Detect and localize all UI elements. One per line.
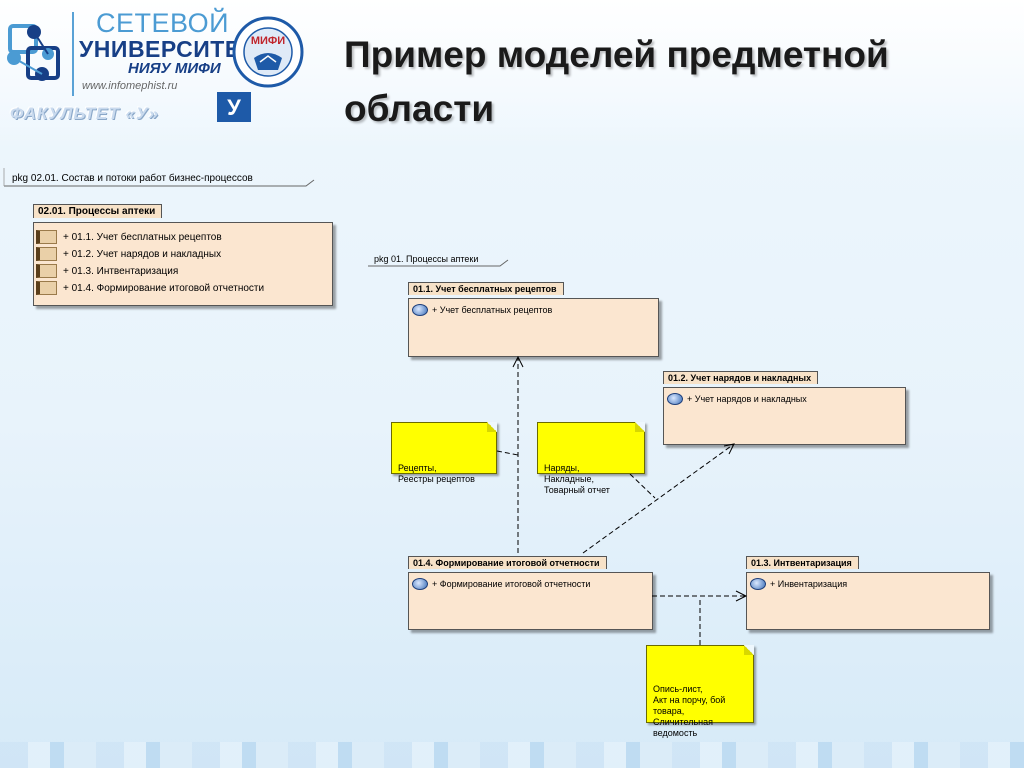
logo-line-2: УНИВЕРСИТЕТ [79, 36, 256, 62]
list-item[interactable]: + 01.2. Учет нарядов и накладных [36, 247, 221, 261]
university-seal-icon: МИФИ [232, 16, 304, 88]
logo-line-1: СЕТЕВОЙ [96, 8, 230, 38]
logo-url: www.infomephist.ru [82, 80, 178, 92]
note-connector-prescriptions [496, 450, 519, 456]
seal-text: МИФИ [251, 35, 285, 47]
package-box-inventory[interactable]: + Инвентаризация [746, 572, 990, 630]
note-fold-corner [487, 422, 497, 432]
package-item[interactable]: + Формирование итоговой отчетности [412, 578, 590, 590]
left-package-box[interactable]: + 01.1. Учет бесплатных рецептов + 01.2.… [33, 222, 333, 306]
package-item-label: + Инвентаризация [770, 579, 848, 589]
package-box-final-reporting[interactable]: + Формирование итоговой отчетности [408, 572, 653, 630]
left-package-tab[interactable]: 02.01. Процессы аптеки [33, 204, 163, 218]
slide-title: Пример моделей предметной области [344, 28, 984, 136]
network-university-logo-icon [7, 24, 60, 81]
note-fold-corner [635, 422, 645, 432]
left-frame-label: pkg 02.01. Состав и потоки работ бизнес-… [12, 173, 253, 184]
footer-decoration [0, 742, 1024, 768]
list-item[interactable]: + 01.4. Формирование итоговой отчетности [36, 281, 264, 295]
package-folder-icon [36, 264, 57, 278]
note-connector-orders [629, 473, 656, 499]
list-item-label: + 01.2. Учет нарядов и накладных [63, 248, 222, 260]
right-frame-label: pkg 01. Процессы аптеки [374, 254, 479, 264]
package-item-label: + Формирование итоговой отчетности [432, 579, 591, 589]
note-text: Рецепты, Реестры рецептов [398, 463, 475, 484]
slide-title-line-1: Пример моделей предметной [344, 34, 889, 75]
list-item[interactable]: + 01.1. Учет бесплатных рецептов [36, 230, 222, 244]
package-box-free-prescriptions[interactable]: + Учет бесплатных рецептов [408, 298, 659, 357]
package-item-label: + Учет бесплатных рецептов [432, 305, 553, 315]
slide-title-line-2: области [344, 88, 495, 129]
package-tab-final-reporting[interactable]: 01.4. Формирование итоговой отчетности [408, 556, 607, 569]
note-fold-corner [744, 645, 754, 655]
logo-divider [72, 12, 74, 96]
dependency-arrow-to-orders [582, 443, 735, 554]
logo-line-3: НИЯУ МИФИ [128, 60, 221, 77]
package-tab-free-prescriptions[interactable]: 01.1. Учет бесплатных рецептов [408, 282, 564, 295]
use-case-icon [412, 304, 428, 316]
package-box-orders-invoices[interactable]: + Учет нарядов и накладных [663, 387, 906, 445]
package-folder-icon [36, 281, 57, 295]
note-orders[interactable]: Наряды, Накладные, Товарный отчет [537, 422, 645, 495]
note-text: Опись-лист, Акт на порчу, бой товара, Сл… [653, 684, 726, 738]
use-case-icon [412, 578, 428, 590]
list-item-label: + 01.1. Учет бесплатных рецептов [63, 231, 222, 243]
faculty-label: ФАКУЛЬТЕТ «У» [10, 104, 159, 123]
package-folder-icon [36, 230, 57, 244]
note-prescriptions[interactable]: Рецепты, Реестры рецептов [391, 422, 497, 484]
package-tab-orders-invoices[interactable]: 01.2. Учет нарядов и накладных [663, 371, 819, 384]
arrowhead-icon [512, 355, 524, 368]
package-folder-icon [36, 247, 57, 261]
arrowhead-icon [723, 443, 735, 455]
list-item-label: + 01.4. Формирование итоговой отчетности [63, 282, 265, 294]
arrowhead-icon [735, 590, 748, 602]
list-item-label: + 01.3. Интвентаризация [63, 265, 179, 277]
header-background [0, 0, 1024, 150]
faculty-badge-letter: У [227, 95, 241, 120]
use-case-icon [750, 578, 766, 590]
faculty-badge-icon: У [217, 92, 251, 122]
package-item-label: + Учет нарядов и накладных [687, 394, 807, 404]
package-tab-inventory[interactable]: 01.3. Интвентаризация [746, 556, 859, 569]
note-inventory-documents[interactable]: Опись-лист, Акт на порчу, бой товара, Сл… [646, 645, 754, 738]
list-item[interactable]: + 01.3. Интвентаризация [36, 264, 178, 278]
package-item[interactable]: + Учет нарядов и накладных [667, 393, 807, 405]
use-case-icon [667, 393, 683, 405]
package-item[interactable]: + Инвентаризация [750, 578, 847, 590]
note-text: Наряды, Накладные, Товарный отчет [544, 463, 610, 495]
package-item[interactable]: + Учет бесплатных рецептов [412, 304, 552, 316]
